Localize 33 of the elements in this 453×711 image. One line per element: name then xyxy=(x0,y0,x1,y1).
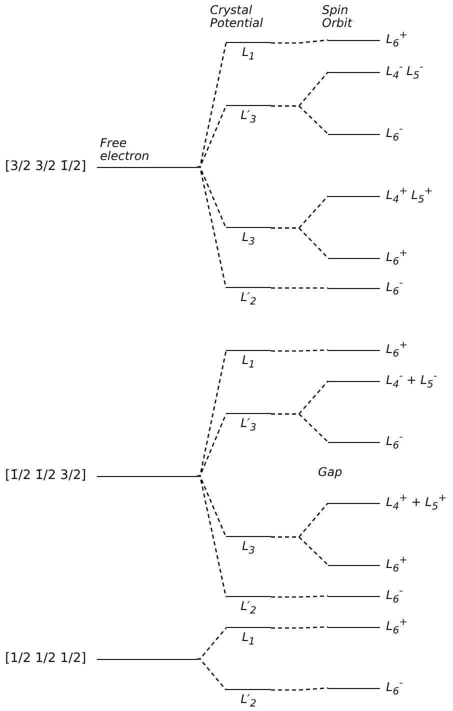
quantum-label: [3/2 3/2 1̄/2] xyxy=(5,160,88,174)
energy-level: L$_{3}$ xyxy=(226,227,271,250)
connector-line xyxy=(271,687,328,691)
energy-level: L′$_{2}$ xyxy=(226,689,271,711)
connector-line xyxy=(271,349,328,352)
column-heading: Crystal Potential xyxy=(210,4,264,30)
connector-line xyxy=(197,166,227,288)
gap-label: Gap xyxy=(318,466,344,479)
connector-line xyxy=(197,414,227,477)
connector-line xyxy=(271,626,328,629)
energy-level: L$_{1}$ xyxy=(226,42,271,65)
connector-line xyxy=(271,105,328,134)
energy-level: L$_{1}$ xyxy=(226,350,271,373)
energy-level: L′$_{2}$ xyxy=(226,287,271,310)
connector-line xyxy=(197,106,227,168)
energy-level: L$_{3}$ xyxy=(226,536,271,559)
energy-level: L′$_{2}$ xyxy=(226,596,271,619)
connector-line xyxy=(271,413,328,442)
connector-line xyxy=(271,39,328,44)
quantum-label: [1̄/2 1̄/2 3/2] xyxy=(5,469,88,483)
energy-level: L′$_{3}$ xyxy=(226,105,271,128)
level-caption: Free electron xyxy=(100,137,150,163)
connector-line xyxy=(197,475,227,598)
energy-level: L$_{1}$ xyxy=(226,627,271,650)
connector-line xyxy=(271,287,328,289)
column-heading: Spin Orbit xyxy=(322,4,354,30)
energy-level: L′$_{3}$ xyxy=(226,413,271,436)
quantum-label: [1/2 1/2 1/2] xyxy=(5,652,88,666)
connector-line xyxy=(271,536,328,566)
connector-line xyxy=(271,595,328,598)
connector-line xyxy=(271,227,328,258)
connector-line xyxy=(197,628,226,660)
connector-line xyxy=(197,658,226,690)
